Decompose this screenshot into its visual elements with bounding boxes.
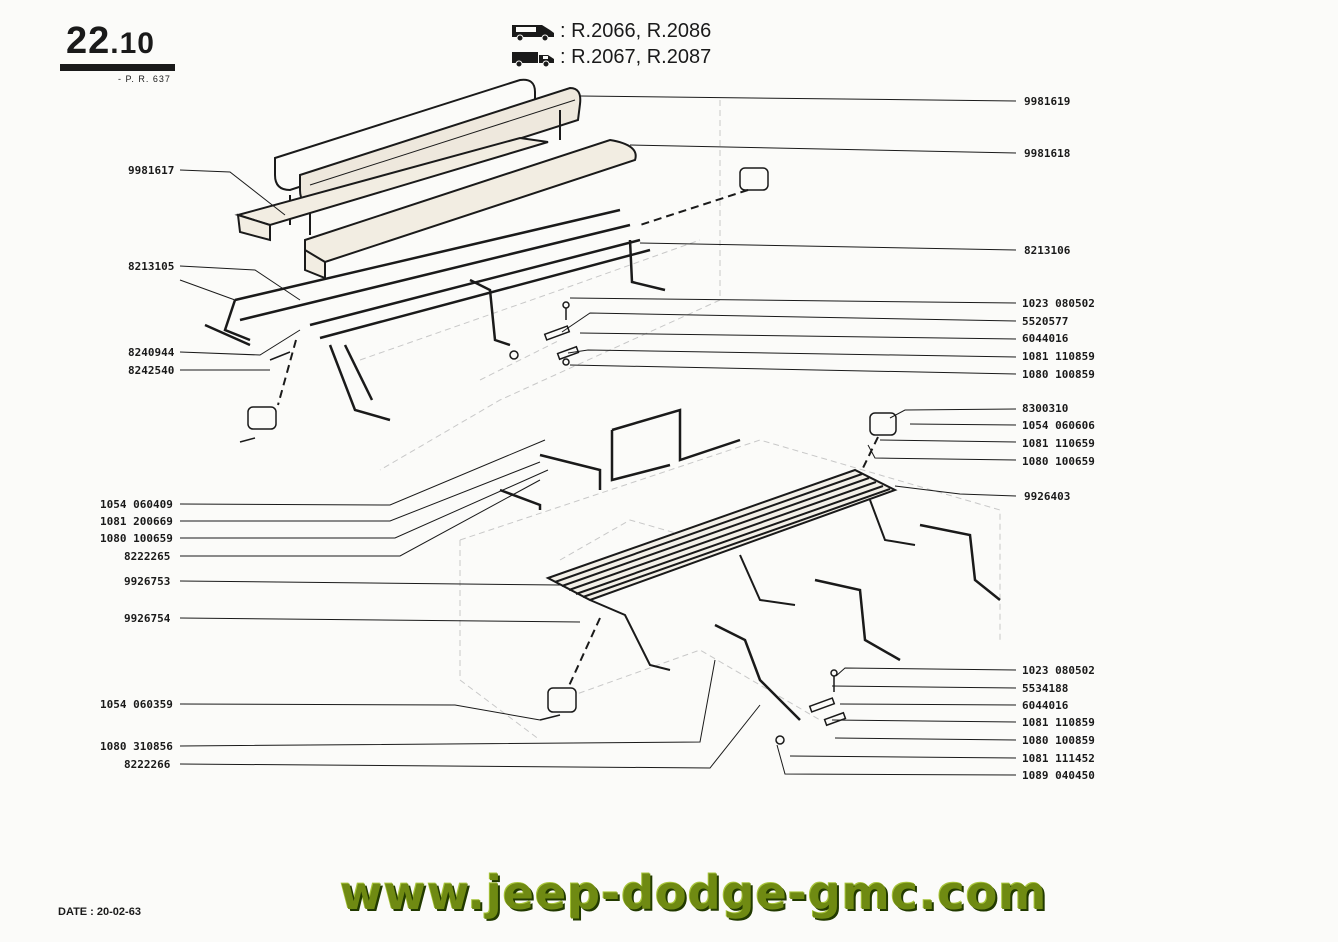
model-text-van: : R.2066, R.2086: [560, 20, 712, 42]
sheet-underline: [60, 64, 175, 71]
model-list: : R.2066, R.2086 : R.2067, R.2087: [510, 18, 711, 70]
part-label-9981617: 9981617: [128, 164, 174, 177]
vehicle-outline-lower: [459, 439, 1001, 741]
part-label-8300310: 8300310: [1022, 402, 1068, 415]
part-label-9926754: 9926754: [124, 612, 171, 625]
lower-bracket-right: [869, 412, 897, 436]
model-row-truck: : R.2067, R.2087: [510, 44, 711, 70]
part-label-1081-110659: 1081 110659: [1022, 437, 1095, 450]
part-label-9981618: 9981618: [1024, 147, 1070, 160]
part-label-6044016-a: 6044016: [1022, 332, 1069, 345]
van-icon: [512, 25, 554, 41]
part-label-1081-200669: 1081 200669: [100, 515, 173, 528]
part-label-8222265: 8222265: [124, 550, 170, 563]
part-label-6044016-b: 6044016: [1022, 699, 1069, 712]
part-label-1080-100859-a: 1080 100859: [1022, 368, 1095, 381]
part-label-5520577: 5520577: [1022, 315, 1068, 328]
part-label-8213105: 8213105: [128, 260, 174, 273]
lower-bracket-left: [547, 687, 577, 713]
part-label-1080-100659-b: 1080 100659: [100, 532, 173, 545]
part-label-1080-310856: 1080 310856: [100, 740, 173, 753]
part-label-1080-100859-b: 1080 100859: [1022, 734, 1095, 747]
part-label-8242540: 8242540: [128, 364, 174, 377]
sheet-number-main: 22: [66, 20, 111, 62]
fastener-hardware: [239, 167, 897, 745]
model-row-van: : R.2066, R.2086: [510, 18, 711, 44]
truck-icon: [512, 52, 554, 67]
assembly-dashes: [277, 189, 879, 689]
sheet-date: DATE : 20-02-63: [58, 906, 141, 918]
part-label-1080-100659-a: 1080 100659: [1022, 455, 1095, 468]
part-label-1081-110859-b: 1081 110859: [1022, 716, 1095, 729]
leader-lines: [179, 95, 1017, 776]
website-watermark: www.jeep-dodge-gmc.com: [340, 866, 1048, 920]
part-label-9981619: 9981619: [1024, 95, 1070, 108]
part-label-1089-040450: 1089 040450: [1022, 769, 1095, 782]
part-label-9926753: 9926753: [124, 575, 170, 588]
sheet-number-sub: .10: [110, 27, 155, 60]
upper-bracket-right: [739, 167, 769, 191]
lower-slatted-seat: [545, 468, 916, 671]
part-label-1054-060359: 1054 060359: [100, 698, 173, 711]
part-labels: 9981619 9981618 9981617 8213105 8213106 …: [100, 95, 1095, 782]
part-label-9926403: 9926403: [1024, 490, 1070, 503]
upper-bench-frame: [204, 208, 666, 422]
part-label-8222266: 8222266: [124, 758, 171, 771]
sheet-reference: - P. R. 637: [118, 74, 171, 84]
part-label-1054-060409: 1054 060409: [100, 498, 173, 511]
upper-bracket-left: [247, 406, 277, 430]
part-label-1081-111452: 1081 111452: [1022, 752, 1095, 765]
lower-seat-supports: [499, 408, 1001, 721]
part-label-1023-080502-a: 1023 080502: [1022, 297, 1095, 310]
part-label-1054-060606: 1054 060606: [1022, 419, 1095, 432]
part-label-8213106: 8213106: [1024, 244, 1071, 257]
upper-seat-cushions: [234, 136, 637, 280]
part-label-1081-110859-a: 1081 110859: [1022, 350, 1095, 363]
upper-backrest: [274, 78, 582, 235]
part-label-5534188: 5534188: [1022, 682, 1068, 695]
part-label-1023-080502-b: 1023 080502: [1022, 664, 1095, 677]
model-text-truck: : R.2067, R.2087: [560, 46, 712, 68]
sheet-number: 22.10: [66, 20, 155, 63]
part-label-8240944: 8240944: [128, 346, 175, 359]
